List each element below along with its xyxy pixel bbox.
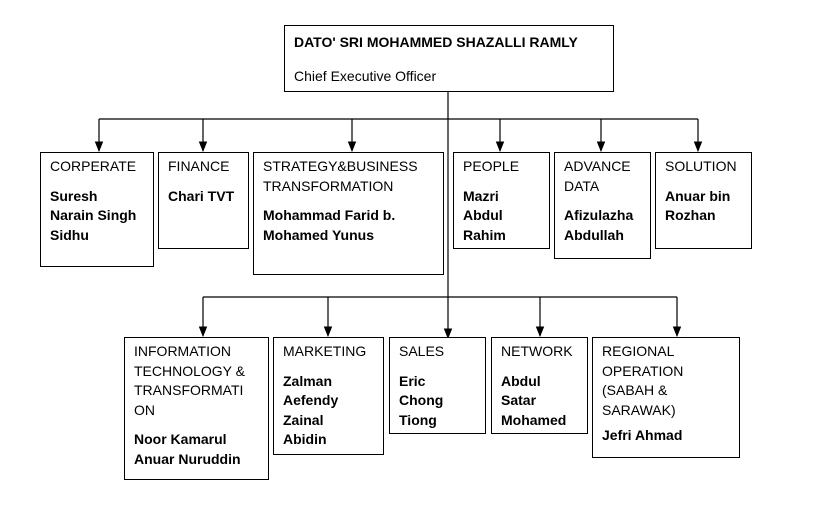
node-solution: SOLUTION Anuar bin Rozhan	[655, 152, 752, 249]
head-name: Zalman Aefendy Zainal Abidin	[283, 372, 339, 448]
dept-label: NETWORK	[501, 343, 573, 359]
head-name: Anuar bin Rozhan	[665, 187, 731, 224]
dept-label: ADVANCE DATA	[564, 158, 631, 194]
dept-label: PEOPLE	[463, 158, 520, 174]
head-name: Jefri Ahmad	[602, 427, 683, 443]
dept-label: MARKETING	[283, 343, 367, 359]
node-sales: SALES Eric Chong Tiong	[389, 337, 486, 434]
head-name: Eric Chong Tiong	[399, 372, 444, 428]
dept-label: STRATEGY&BUSINESS TRANSFORMATION	[263, 158, 418, 194]
head-name: Abdul Satar Mohamed	[501, 372, 567, 428]
dept-label: SOLUTION	[665, 158, 737, 174]
head-name: Chari TVT	[168, 187, 235, 204]
ceo-box: DATO' SRI MOHAMMED SHAZALLI RAMLY Chief …	[284, 25, 614, 92]
ceo-name: DATO' SRI MOHAMMED SHAZALLI RAMLY	[294, 34, 578, 50]
ceo-title: Chief Executive Officer	[294, 67, 437, 84]
head-name: Mazri Abdul Rahim	[463, 187, 506, 243]
node-regional-operation: REGIONAL OPERATION (SABAH & SARAWAK) Jef…	[592, 337, 740, 458]
head-name: Afizulazha Abdullah	[564, 207, 634, 243]
dept-label: SALES	[399, 343, 445, 359]
node-strategy-business-transformation: STRATEGY&BUSINESS TRANSFORMATION Mohamma…	[253, 152, 444, 275]
dept-label: CORPERATE	[50, 158, 137, 174]
dept-label: FINANCE	[168, 158, 230, 174]
node-network: NETWORK Abdul Satar Mohamed	[491, 337, 588, 434]
node-advance-data: ADVANCE DATA Afizulazha Abdullah	[554, 152, 651, 259]
head-name: Noor Kamarul Anuar Nuruddin	[134, 431, 241, 467]
node-finance: FINANCE Chari TVT	[158, 152, 249, 249]
head-name: Mohammad Farid b. Mohamed Yunus	[263, 207, 396, 243]
node-people: PEOPLE Mazri Abdul Rahim	[453, 152, 550, 249]
node-corperate: CORPERATE Suresh Narain Singh Sidhu	[40, 152, 154, 267]
node-marketing: MARKETING Zalman Aefendy Zainal Abidin	[273, 337, 384, 455]
dept-label: INFORMATION TECHNOLOGY & TRANSFORMATI ON	[134, 343, 245, 418]
head-name: Suresh Narain Singh Sidhu	[50, 187, 137, 243]
node-information-technology-transformation: INFORMATION TECHNOLOGY & TRANSFORMATI ON…	[124, 337, 269, 480]
dept-label: REGIONAL OPERATION (SABAH & SARAWAK)	[602, 343, 684, 418]
